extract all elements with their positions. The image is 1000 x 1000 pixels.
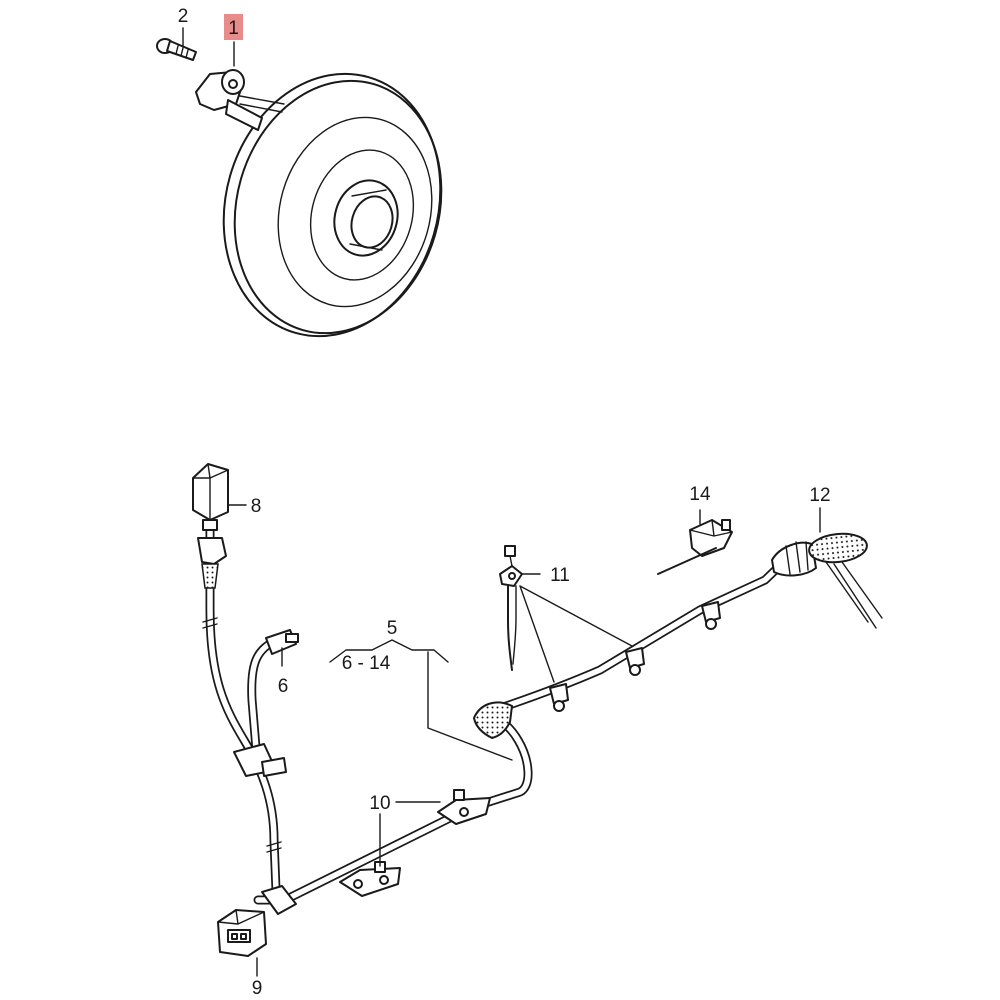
callout-12: 12 [809,485,831,533]
callout-2: 2 [178,6,189,47]
bracket-10-upper [437,789,491,825]
callout-14: 14 [689,484,711,505]
callout-6: 6 [278,676,289,697]
callout-12-label: 12 [809,485,830,506]
callout-11-label: 11 [550,565,570,586]
callout-14-label: 14 [689,484,711,505]
wheel-speed-sensor [195,69,285,131]
bracket-10-lower [339,861,401,897]
holder-14 [657,509,733,575]
brake-disc [222,72,443,338]
callout-9-label: 9 [252,978,263,999]
callout-1-label: 1 [228,18,239,39]
retaining-clips [549,601,721,712]
callout-2-label: 2 [178,6,189,27]
grommet-12 [771,532,883,629]
connector-8 [192,463,229,589]
connector-9 [217,885,297,957]
callout-8: 8 [227,496,262,517]
callout-9: 9 [252,957,263,999]
callout-11: 11 [519,565,633,683]
cable-tie-11 [499,545,523,671]
callout-1-highlight [224,14,243,40]
sensor-bolt [156,38,197,61]
callout-5-label: 5 [387,618,398,639]
sleeve-corrugated [472,701,514,740]
clip-6 [265,629,299,667]
callout-8-label: 8 [251,496,262,517]
callout-6-label: 6 [278,676,289,697]
callout-5-range-label: 6 - 14 [342,653,391,674]
callout-10: 10 [369,793,441,867]
callout-5: 5 6 - 14 [329,618,513,761]
callout-1: 1 [224,14,243,67]
callout-10-label: 10 [369,793,390,814]
